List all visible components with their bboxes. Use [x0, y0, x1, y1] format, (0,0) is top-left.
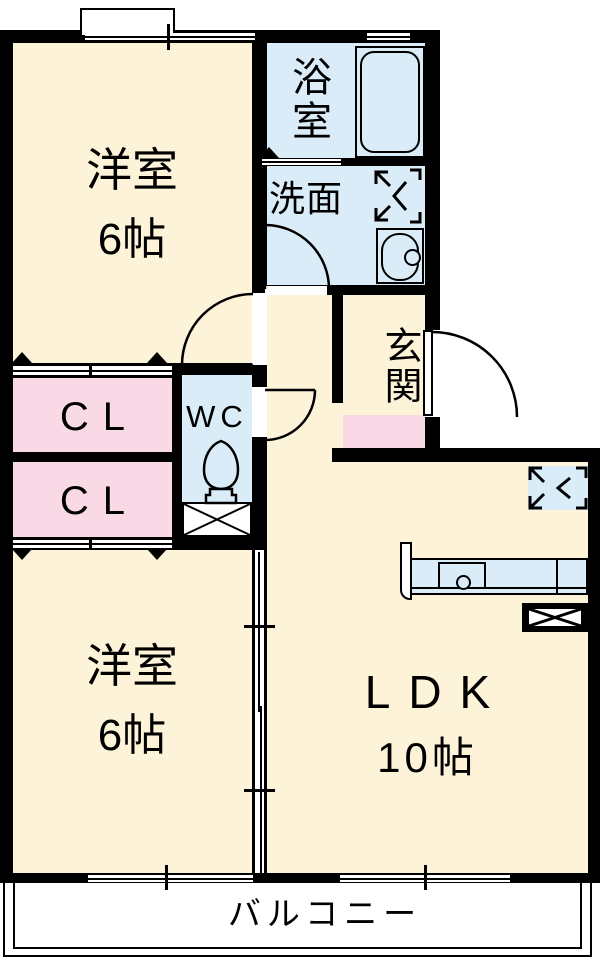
- kitchen-counter-panel: [400, 542, 412, 600]
- window-tick: [424, 865, 427, 890]
- label-washroom: 洗面: [268, 178, 343, 219]
- window-tick: [167, 24, 170, 50]
- closet-door-arrow: [12, 352, 32, 363]
- sliding-door-tick-top: [244, 625, 275, 628]
- wall-closet-wc: [172, 363, 182, 550]
- room-closet-lower: [13, 462, 172, 537]
- kitchen-sink-drain: [456, 575, 471, 590]
- wall-ldk-top: [332, 448, 600, 462]
- hall-entrance-opening: [332, 403, 343, 448]
- wall-center-band-3: [252, 437, 267, 550]
- doorway-bedroom-top: [252, 293, 267, 365]
- washing-machine-space: [374, 168, 422, 224]
- bath-door-arrow: [259, 147, 279, 158]
- label-bath: 浴室: [286, 56, 330, 144]
- label-bedroom-top: 洋室 6帖: [32, 142, 232, 267]
- label-entrance: 玄関: [378, 326, 420, 406]
- refrigerator-space: [528, 466, 588, 510]
- room-ldk: [267, 462, 588, 873]
- pipe-space-inner: [529, 609, 581, 626]
- room-closet-upper: [13, 378, 172, 452]
- bedroom-top-size: 6帖: [97, 214, 167, 264]
- sliding-door-panel-1: [258, 552, 260, 712]
- wall-bath-washroom: [252, 158, 440, 166]
- balcony: [3, 881, 592, 957]
- closet-door-arrow: [147, 549, 167, 560]
- vanity-sink: [376, 228, 424, 284]
- window-tick: [165, 865, 168, 890]
- label-closet-upper: CL: [59, 395, 140, 439]
- label-closet-lower: CL: [59, 479, 140, 523]
- bathtub: [355, 46, 425, 158]
- closet-upper-door-split: [89, 364, 92, 376]
- counter-front-edge: [412, 587, 586, 589]
- ldk-size: 10帖: [377, 733, 478, 781]
- closet-door-arrow: [147, 352, 167, 363]
- door-arc-entrance: [431, 330, 519, 418]
- closet-lower-doors: [13, 540, 172, 548]
- closet-door-arrow: [12, 549, 32, 560]
- counter-divider: [556, 560, 558, 593]
- wall-washroom-bottom: [252, 285, 440, 295]
- bay-window: [80, 8, 175, 35]
- room-entrance: [343, 295, 425, 415]
- bath-door: [262, 159, 341, 165]
- label-ldk: LDK 10帖: [267, 664, 588, 784]
- wall-hall-entrance: [332, 295, 343, 403]
- label-balcony: バルコニー: [227, 895, 423, 932]
- hallway-floor: [267, 295, 332, 462]
- wall-bottom: [0, 873, 600, 883]
- ldk-name: LDK: [364, 666, 509, 718]
- closet-upper-doors: [13, 366, 172, 375]
- window-bedroom-bottom: [88, 875, 253, 882]
- kitchen-sink: [438, 562, 486, 590]
- wall-center-band-1: [252, 43, 267, 293]
- entrance-step: [343, 415, 425, 448]
- kitchen-counter: [410, 558, 588, 595]
- storage-box-wc: [182, 502, 252, 537]
- doorway-wc: [252, 387, 267, 437]
- label-bedroom-bottom: 洋室 6帖: [32, 638, 232, 763]
- sliding-door-tick-bottom: [244, 789, 275, 792]
- balcony-inner-rail: [13, 883, 582, 949]
- label-wc: WC: [186, 399, 248, 434]
- room-bedroom-bottom: [13, 550, 252, 873]
- vanity-faucet: [404, 249, 421, 266]
- doorway-washroom: [265, 286, 327, 295]
- room-wc: [182, 375, 252, 502]
- window-bath: [367, 33, 410, 40]
- bathtub-inner: [360, 51, 420, 153]
- closet-lower-door-split: [89, 538, 92, 550]
- bedroom-bottom-name: 洋室: [86, 640, 178, 692]
- wall-closet-divider: [0, 452, 172, 462]
- bedroom-top-name: 洋室: [86, 144, 178, 196]
- bedroom-bottom-size: 6帖: [97, 710, 167, 760]
- wall-right-lower: [588, 448, 600, 883]
- window-bedroom-top: [85, 33, 255, 40]
